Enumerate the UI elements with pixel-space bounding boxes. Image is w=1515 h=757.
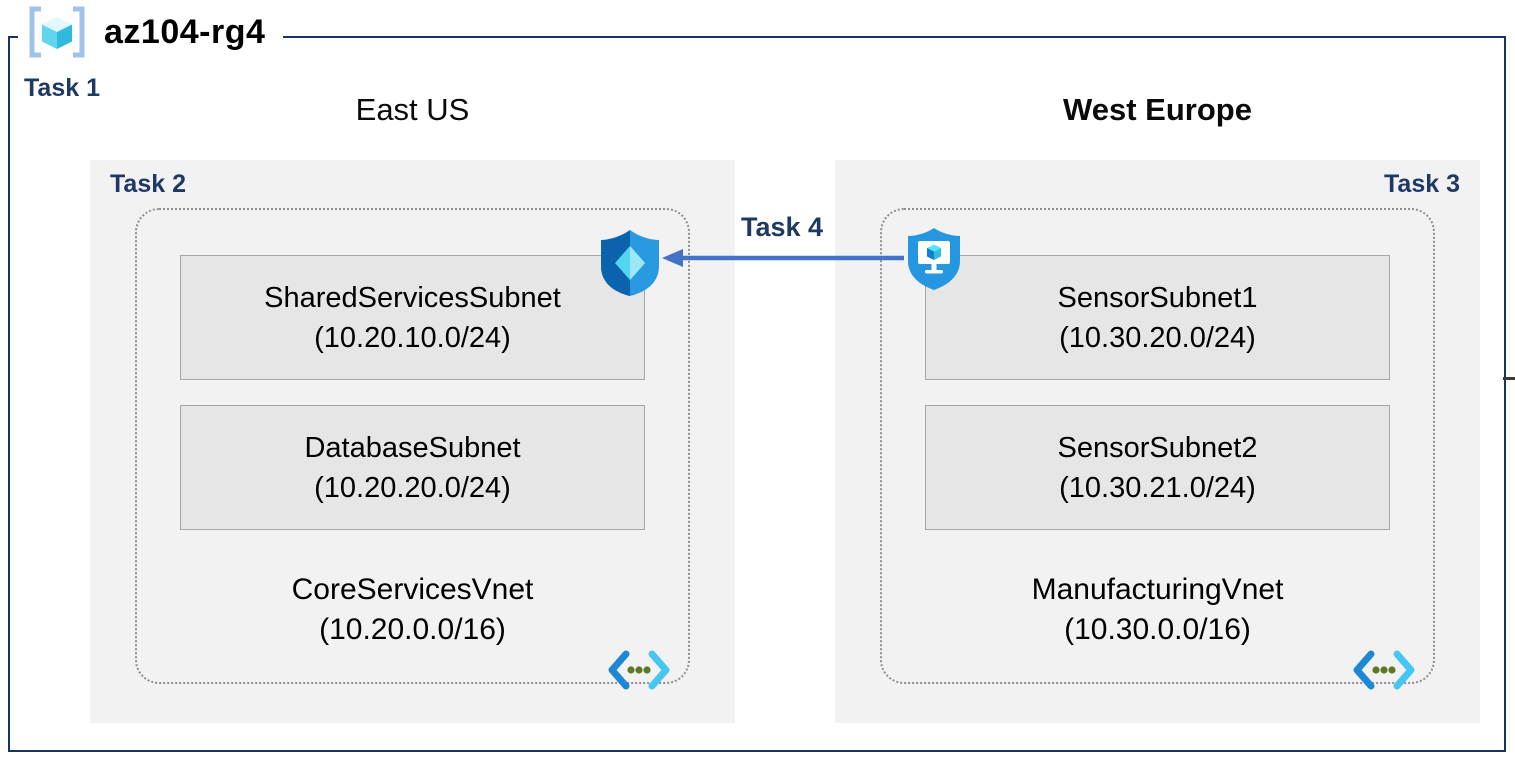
region-label-east-us: East US (355, 92, 470, 127)
vnet-cidr: (10.30.0.0/16) (1064, 613, 1251, 646)
right-edge-tick-mark (1503, 377, 1515, 380)
resource-group-header: az104-rg4 (18, 2, 284, 64)
subnet-name: SharedServicesSubnet (264, 281, 561, 314)
task4-label: Task 4 (740, 212, 824, 242)
vnet-box-manufacturing: SensorSubnet1 (10.30.20.0/24) SensorSubn… (880, 208, 1435, 690)
vnet-box-core-services: SharedServicesSubnet (10.20.10.0/24) Dat… (135, 208, 690, 690)
subnet-name: DatabaseSubnet (304, 431, 521, 464)
subnet-shared-services: SharedServicesSubnet (10.20.10.0/24) (180, 255, 645, 380)
vnet-title-manufacturing: ManufacturingVnet (10.30.0.0/16) (882, 570, 1433, 650)
task1-label: Task 1 (24, 74, 100, 102)
connection-monitor-icon (905, 226, 963, 292)
vnet-cidr: (10.20.0.0/16) (319, 613, 506, 646)
resource-group-boundary (8, 36, 1506, 752)
subnet-name: SensorSubnet1 (1057, 281, 1258, 314)
subnet-cidr: (10.20.20.0/24) (314, 471, 511, 504)
vnet-name: ManufacturingVnet (1031, 573, 1284, 606)
subnet-cidr: (10.30.20.0/24) (1059, 321, 1256, 354)
subnet-sensor2: SensorSubnet2 (10.30.21.0/24) (925, 405, 1390, 530)
subnet-database: DatabaseSubnet (10.20.20.0/24) (180, 405, 645, 530)
nsg-shield-icon (598, 228, 662, 298)
subnet-name: SensorSubnet2 (1057, 431, 1258, 464)
region-label-west-europe: West Europe (1063, 92, 1252, 127)
virtual-network-icon (606, 648, 672, 692)
peering-arrow (662, 249, 904, 267)
resource-group-icon (24, 4, 90, 60)
virtual-network-icon (1351, 648, 1417, 692)
subnet-cidr: (10.20.10.0/24) (314, 321, 511, 354)
subnet-cidr: (10.30.21.0/24) (1059, 471, 1256, 504)
vnet-title-core-services: CoreServicesVnet (10.20.0.0/16) (137, 570, 688, 650)
vnet-name: CoreServicesVnet (291, 573, 534, 606)
task2-label: Task 2 (110, 170, 186, 198)
subnet-sensor1: SensorSubnet1 (10.30.20.0/24) (925, 255, 1390, 380)
resource-group-title: az104-rg4 (104, 12, 266, 51)
task3-label: Task 3 (1384, 170, 1460, 198)
